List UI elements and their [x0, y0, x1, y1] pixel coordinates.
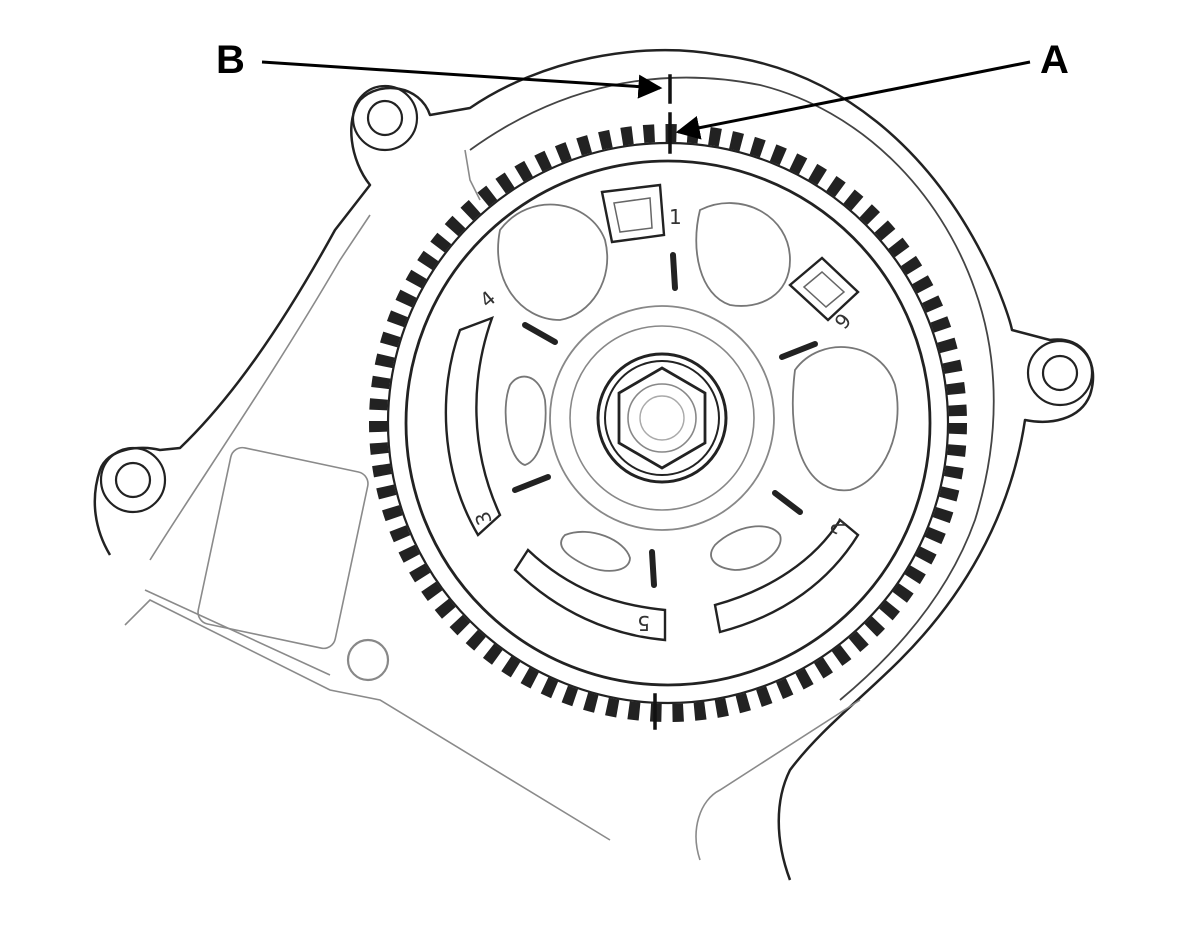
boss-right-hole	[1041, 354, 1079, 392]
index-mark-upper-left	[522, 322, 558, 345]
slot-left	[444, 315, 502, 537]
sprocket-mark-1: 1	[669, 205, 682, 229]
hub-boss-inner	[604, 360, 720, 476]
sprocket-teeth	[369, 124, 967, 722]
hub-outer-ring	[549, 305, 775, 531]
pocket-top-right	[695, 202, 791, 307]
boss-left-hole	[114, 461, 152, 499]
timing-pads	[600, 183, 860, 322]
housing-outer-edge	[93, 48, 1095, 881]
index-mark-bottom	[649, 549, 657, 588]
callout-label-b: B	[216, 38, 245, 82]
pad-right-inner	[802, 271, 846, 308]
pad-top-inner	[613, 197, 653, 233]
callout-label-a: A	[1040, 38, 1069, 82]
index-mark-upper-right	[779, 341, 818, 360]
sprocket-mark-5: 5	[637, 611, 650, 635]
pocket-bottom-left	[560, 530, 631, 572]
boss-bottom-hole	[346, 638, 390, 682]
sprocket-hub	[549, 305, 775, 531]
hub-boss	[596, 352, 728, 484]
slot-bottom	[513, 548, 667, 642]
bolt-washer	[627, 383, 697, 453]
mounting-bosses	[99, 84, 1094, 682]
hub-inner-ring	[569, 325, 755, 511]
index-mark-top	[670, 252, 678, 291]
sprocket-slots	[444, 315, 860, 642]
index-mark-lower-right	[772, 490, 803, 515]
timing-marks	[653, 74, 672, 730]
pocket-bottom-right	[710, 525, 782, 571]
boss-top-left	[351, 84, 419, 152]
hex-bolt-head	[617, 366, 707, 470]
casting-detail-lines	[124, 149, 861, 861]
index-marks	[512, 252, 818, 588]
leader-line-a	[675, 60, 1031, 140]
pocket-right	[791, 346, 899, 492]
sprocket-teeth-root	[386, 141, 950, 705]
slot-bottom-right	[713, 518, 860, 634]
sprocket-face	[497, 202, 899, 572]
pocket-top-left	[497, 203, 609, 321]
boss-right	[1026, 339, 1094, 407]
boss-top-left-hole	[366, 99, 404, 137]
index-mark-lower-left	[512, 474, 551, 493]
bolt-center	[639, 395, 685, 441]
pocket-left	[504, 375, 547, 466]
leader-line-b	[261, 60, 663, 99]
leader-lines	[261, 60, 1031, 140]
boss-left	[99, 446, 167, 514]
